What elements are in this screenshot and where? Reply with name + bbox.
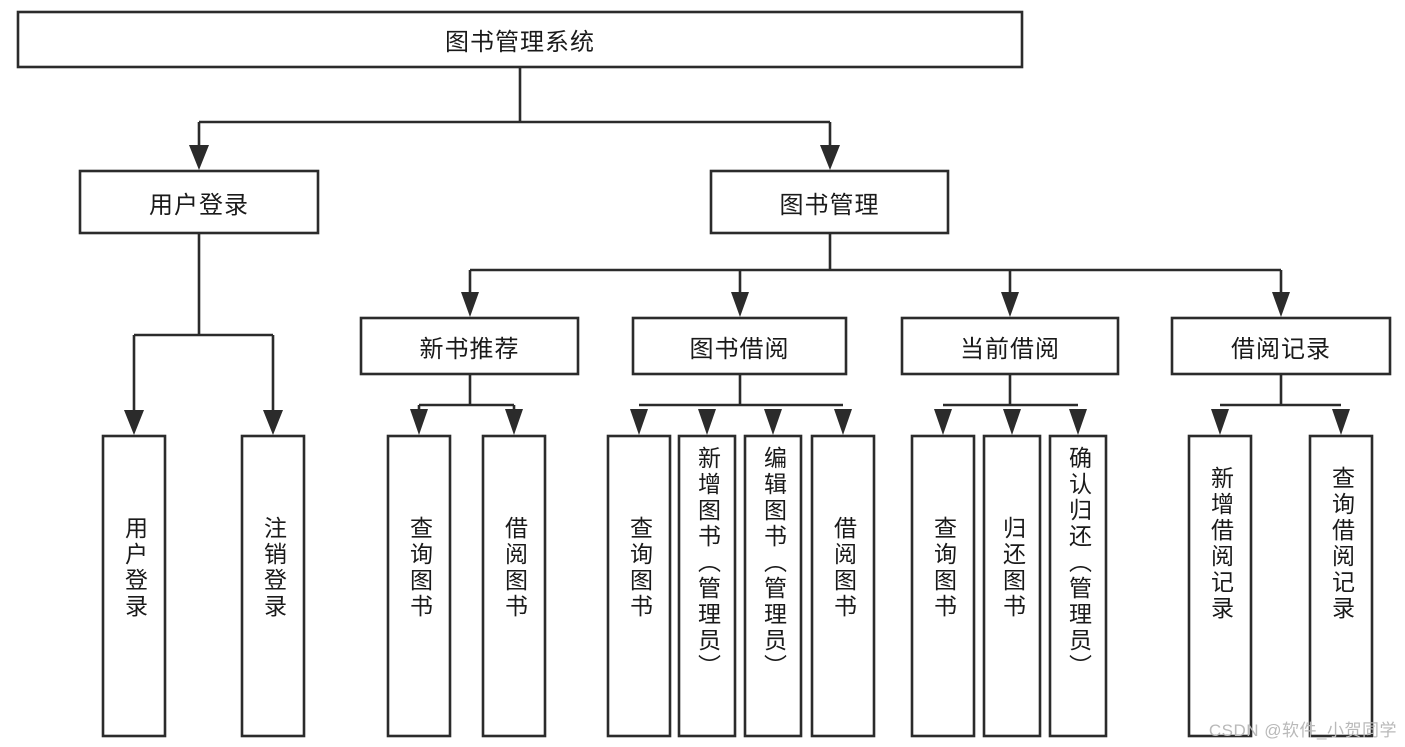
arrow-head-leaf-add-book [698, 409, 716, 435]
node-user-login[interactable] [78, 169, 320, 235]
arrow-head-leaf-query-book-1 [410, 409, 428, 435]
node-leaf-add-record[interactable] [1187, 434, 1253, 738]
node-leaf-query-book-1[interactable] [386, 434, 452, 738]
arrow-head-leaf-query-book-2 [630, 409, 648, 435]
arrow-head-leaf-borrow-book-1 [505, 409, 523, 435]
node-leaf-confirm-return[interactable] [1048, 434, 1108, 738]
node-new-book-recommend[interactable] [359, 316, 580, 376]
arrow-head-leaf-query-book-3 [934, 409, 952, 435]
arrow-head-book-manage [820, 145, 840, 170]
node-root[interactable] [16, 10, 1024, 69]
arrow-head-leaf-edit-book [764, 409, 782, 435]
arrow-head-leaf-user-login [124, 410, 144, 435]
arrow-head-book-borrow [731, 292, 749, 317]
node-leaf-add-book[interactable] [677, 434, 737, 738]
arrow-head-user-login [189, 145, 209, 170]
node-borrow-record[interactable] [1170, 316, 1392, 376]
node-leaf-query-record[interactable] [1308, 434, 1374, 738]
node-leaf-edit-book[interactable] [743, 434, 803, 738]
node-layer [16, 10, 1392, 738]
arrow-head-leaf-return-book [1003, 409, 1021, 435]
node-book-borrow[interactable] [631, 316, 848, 376]
node-current-borrow[interactable] [900, 316, 1120, 376]
arrow-head-leaf-borrow-book-2 [834, 409, 852, 435]
node-leaf-query-book-2[interactable] [606, 434, 672, 738]
arrow-head-leaf-query-record [1332, 409, 1350, 435]
arrow-head-borrow-record [1272, 292, 1290, 317]
arrow-head-leaf-confirm-return [1069, 409, 1087, 435]
arrow-head-leaf-user-logout [263, 410, 283, 435]
arrow-head-leaf-add-record [1211, 409, 1229, 435]
arrow-head-current-borrow [1001, 292, 1019, 317]
node-leaf-user-logout[interactable] [240, 434, 306, 738]
node-leaf-borrow-book-2[interactable] [810, 434, 876, 738]
connector-layer [124, 67, 1350, 435]
node-leaf-borrow-book-1[interactable] [481, 434, 547, 738]
node-leaf-query-book-3[interactable] [910, 434, 976, 738]
node-book-manage[interactable] [709, 169, 950, 235]
node-leaf-user-login[interactable] [101, 434, 167, 738]
arrow-head-new-book-recommend [461, 292, 479, 317]
node-leaf-return-book[interactable] [982, 434, 1042, 738]
